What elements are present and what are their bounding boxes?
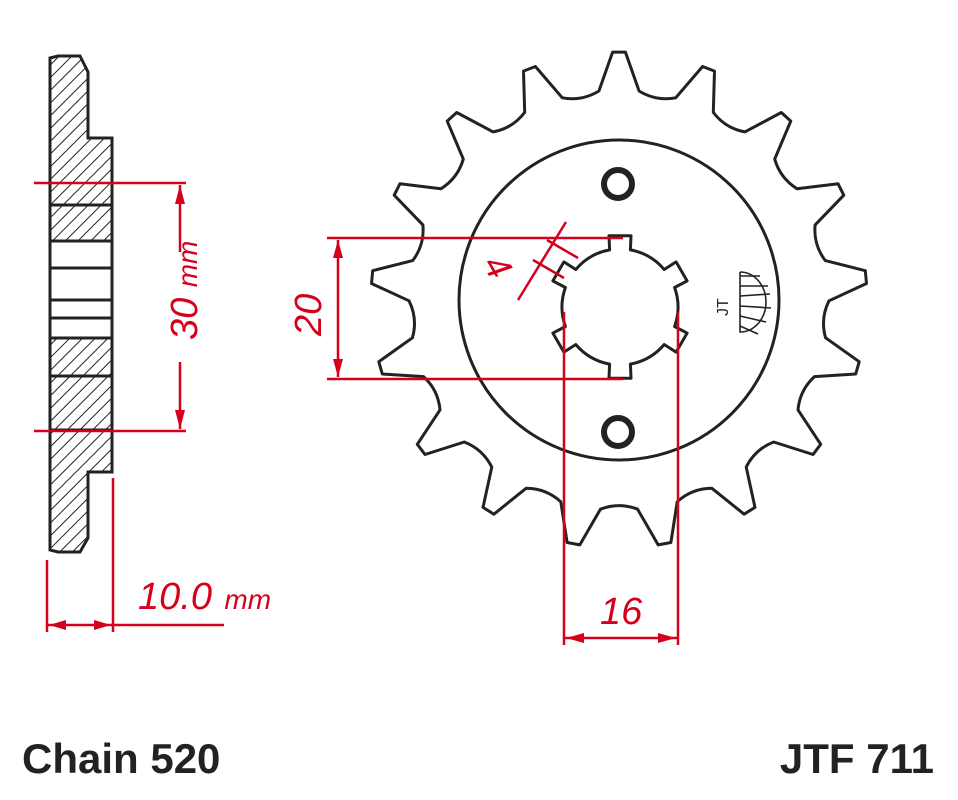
jt-logo-icon: JT	[715, 271, 772, 335]
width-value: 10.0	[138, 576, 212, 618]
part-number: JTF 711	[779, 735, 934, 782]
side-view	[48, 54, 114, 554]
mounting-hole-bottom	[601, 415, 635, 449]
mounting-hole-top	[601, 167, 635, 201]
front-view: JT	[370, 50, 868, 547]
bore-height-dimension	[34, 181, 186, 433]
bore-height-value: 30	[164, 298, 206, 340]
spline-bore	[551, 234, 689, 380]
side-view-lower-section	[48, 374, 114, 554]
chain-label: Chain 520	[22, 735, 221, 782]
width-dimension	[45, 478, 224, 632]
side-view-hub-band	[48, 203, 114, 243]
spline-major-value: 20	[288, 294, 330, 337]
svg-text:10.0 mm: 10.0 mm	[138, 576, 271, 618]
spline-key-dimension	[516, 221, 579, 301]
svg-text:JT: JT	[715, 298, 732, 316]
spline-minor-value: 16	[600, 591, 643, 633]
width-unit: mm	[224, 584, 271, 615]
svg-text:30 mm: 30 mm	[164, 241, 206, 340]
spline-major-dimension	[327, 236, 623, 381]
hub-circle	[457, 138, 781, 462]
spline-minor-dimension	[562, 312, 680, 645]
side-view-hub-band	[48, 336, 114, 378]
bore-height-unit: mm	[172, 241, 203, 288]
